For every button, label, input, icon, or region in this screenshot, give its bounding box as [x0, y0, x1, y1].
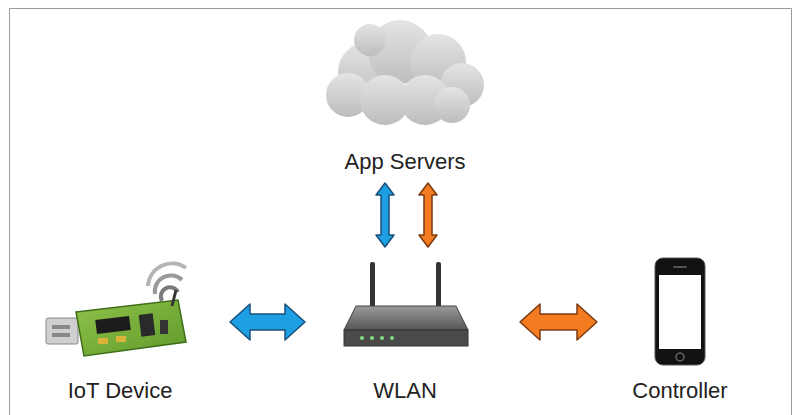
- node-label: Controller: [630, 378, 729, 403]
- server-cloud: App Servers: [320, 8, 490, 174]
- node-label: App Servers: [342, 149, 467, 174]
- iot-device: IoT Device: [40, 255, 200, 403]
- phone-icon: [655, 258, 705, 365]
- controller-phone: Controller: [605, 252, 755, 403]
- router-icon: [344, 262, 468, 346]
- cloud-icon: [326, 20, 484, 125]
- double-arrow: [419, 183, 437, 247]
- node-label: WLAN: [371, 378, 439, 403]
- double-arrow: [376, 183, 394, 247]
- double-arrow: [230, 304, 305, 340]
- double-arrow: [520, 304, 597, 340]
- frame-border: [10, 9, 792, 415]
- wlan-router: WLAN: [335, 255, 475, 403]
- node-label: IoT Device: [66, 378, 175, 403]
- iot-device-icon: [46, 263, 186, 356]
